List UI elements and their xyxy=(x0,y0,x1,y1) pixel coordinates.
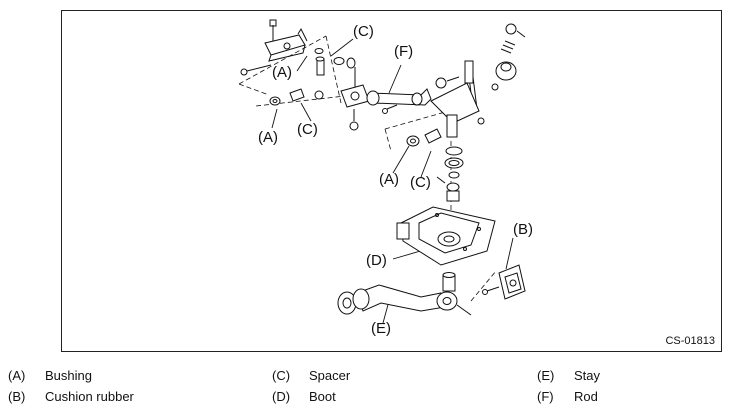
upper-bracket xyxy=(240,19,308,76)
callout-f: (F) xyxy=(394,43,414,60)
figure-code: CS-01813 xyxy=(665,335,715,347)
callout-e: (E) xyxy=(371,320,391,337)
middle-bushing-spacer xyxy=(406,114,458,147)
legend-term-stay: Stay xyxy=(574,368,601,383)
left-bushing-spacer xyxy=(269,88,305,106)
legend-key-b: (B) xyxy=(8,389,26,404)
stay xyxy=(337,272,472,316)
legend-key-f: (F) xyxy=(537,389,554,404)
callout-c-top: (C) xyxy=(353,23,374,40)
legend-term-spacer: Spacer xyxy=(309,368,351,383)
figure-frame: (A) (C) (F) (A) (C) (A) (C) (B) (D) (E) … xyxy=(61,10,722,352)
cushion-rubber xyxy=(482,264,526,300)
exploded-parts-drawing xyxy=(238,19,526,324)
callout-a-top: (A) xyxy=(272,64,292,81)
shift-lever xyxy=(430,60,480,124)
legend-term-cushion-rubber: Cushion rubber xyxy=(45,389,134,404)
lever-knob-parts xyxy=(477,23,526,125)
callout-b: (B) xyxy=(513,221,533,238)
rod xyxy=(366,88,432,114)
legend-key-a: (A) xyxy=(8,368,26,383)
legend-key-d: (D) xyxy=(272,389,291,404)
legend-term-bushing: Bushing xyxy=(45,368,92,383)
callout-a-left: (A) xyxy=(258,129,278,146)
lever-washer-stack xyxy=(436,146,464,202)
boot-plate xyxy=(396,206,496,266)
legend-key-c: (C) xyxy=(272,368,291,383)
legend-term-boot: Boot xyxy=(309,389,336,404)
callout-c-left: (C) xyxy=(297,121,318,138)
callout-d: (D) xyxy=(366,252,387,269)
callout-a-mid: (A) xyxy=(379,171,399,188)
callout-c-mid: (C) xyxy=(410,174,431,191)
legend-key-e: (E) xyxy=(537,368,555,383)
legend-term-rod: Rod xyxy=(574,389,598,404)
rod-bracket xyxy=(340,84,370,131)
